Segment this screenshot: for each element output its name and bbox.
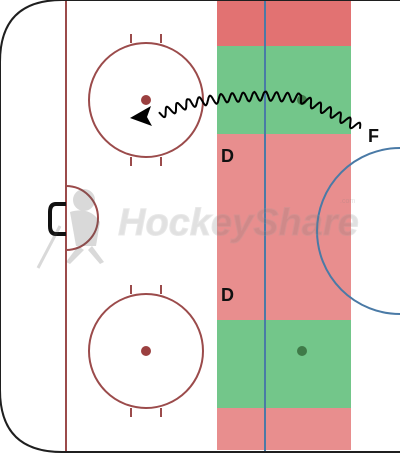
faceoff-circle-top xyxy=(88,34,204,166)
goal-crease xyxy=(65,185,99,251)
player-defense-bottom: D xyxy=(221,285,234,305)
arrowhead-icon xyxy=(130,106,152,126)
hockey-player-silhouette-icon xyxy=(36,189,104,269)
watermark: HockeyShare .com xyxy=(36,189,359,269)
faceoff-dot-bottom xyxy=(141,346,151,356)
faceoff-dot-top xyxy=(141,95,151,105)
neutral-dot-bottom xyxy=(297,346,307,356)
zone-green-top xyxy=(217,46,351,134)
goal-net-icon xyxy=(48,202,66,236)
player-defense-top: D xyxy=(221,146,234,166)
zone-green-bottom xyxy=(217,320,351,408)
zone-band-top xyxy=(217,0,351,46)
skate-path xyxy=(158,90,362,130)
center-circle-arc xyxy=(316,147,400,315)
watermark-suffix: .com xyxy=(340,198,355,205)
faceoff-circle-bottom xyxy=(88,285,204,417)
watermark-brand: HockeyShare xyxy=(118,202,359,244)
player-forward: F xyxy=(368,126,379,146)
